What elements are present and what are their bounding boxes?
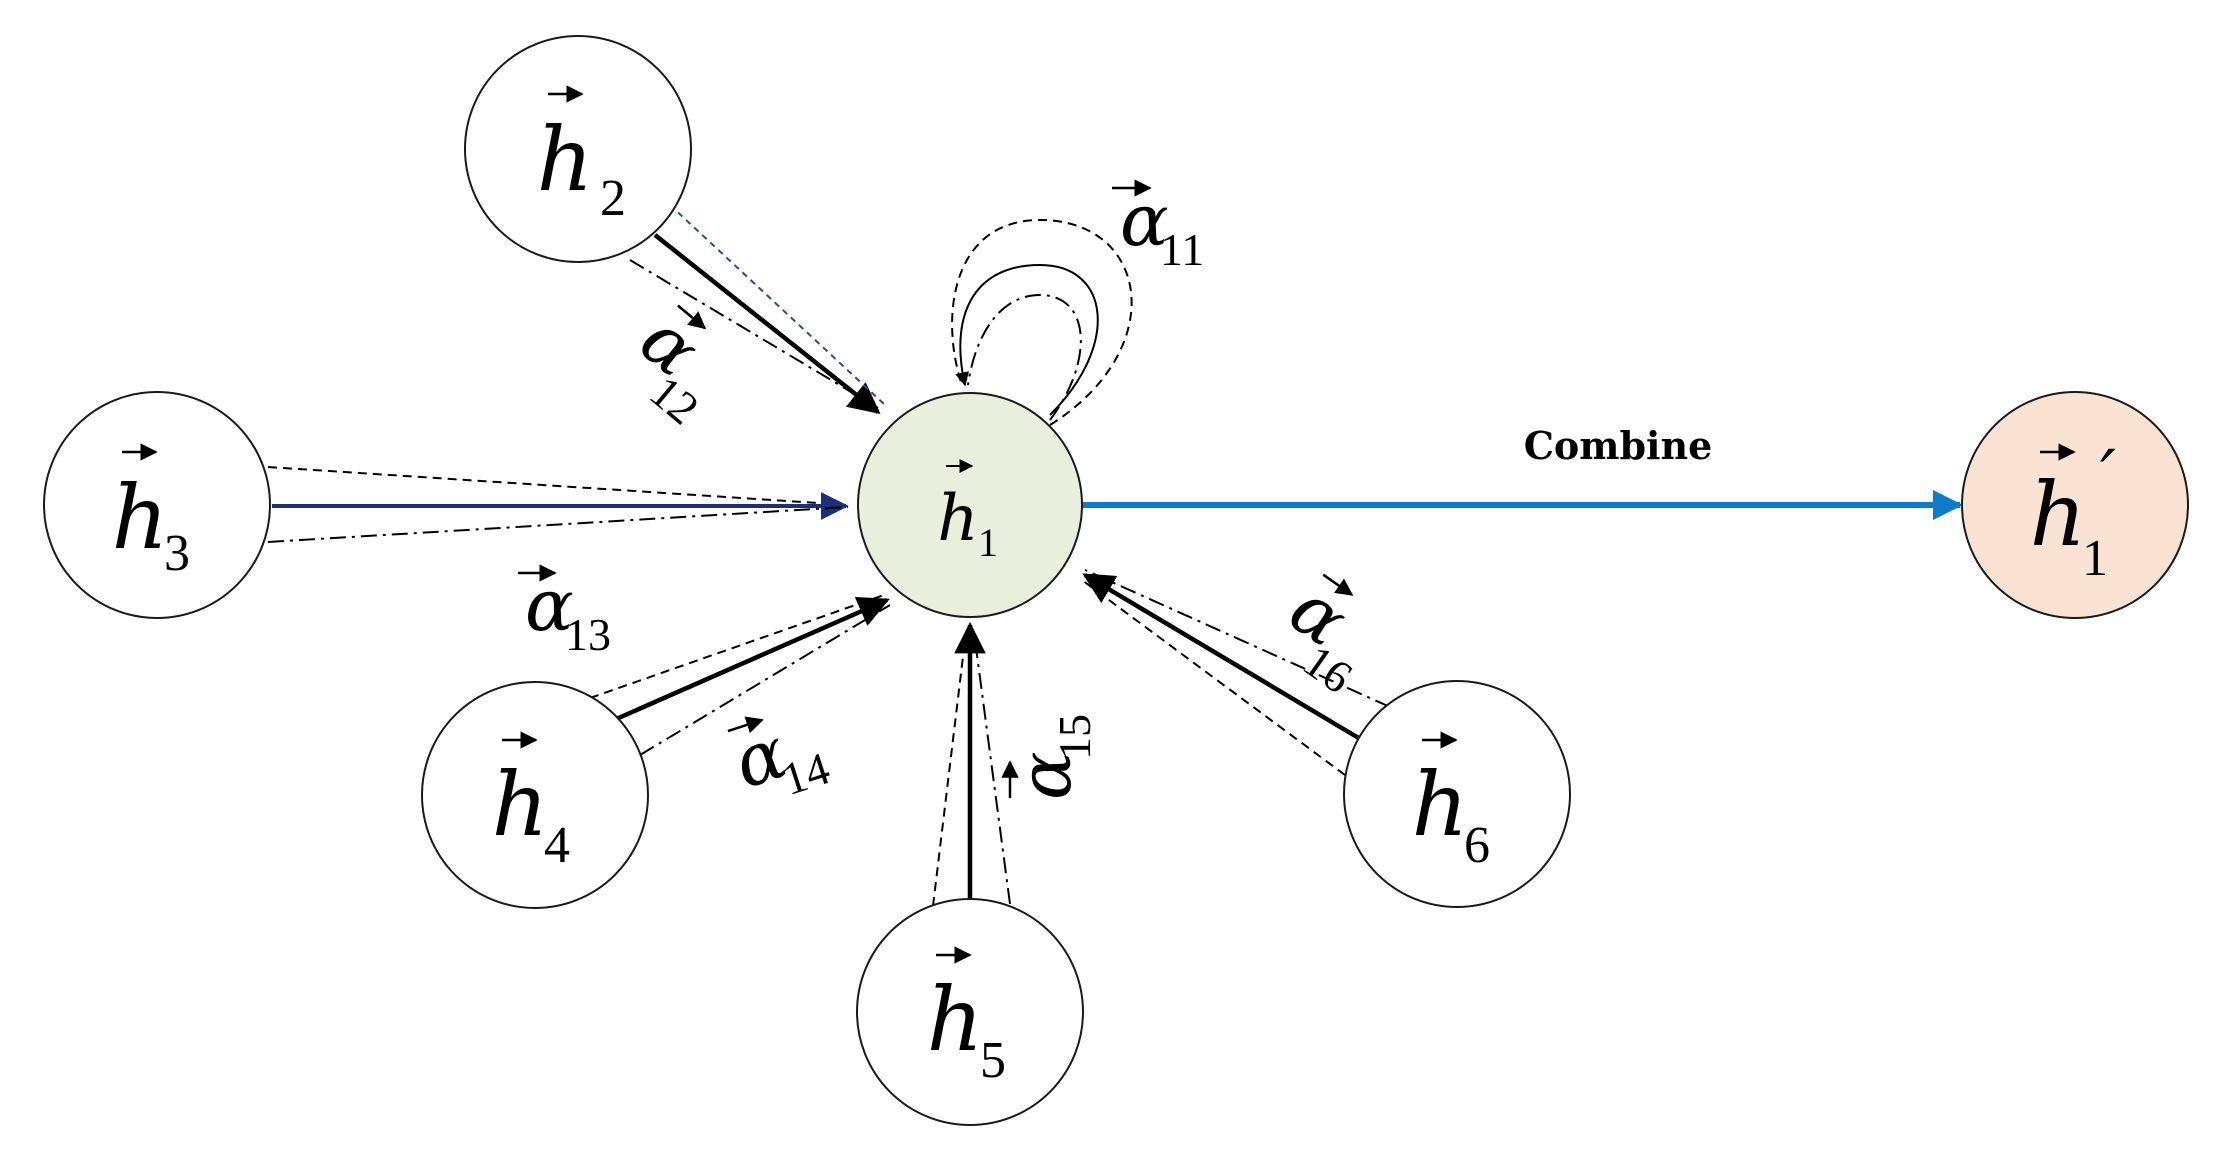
node-h6-sub: 6 [1464,817,1490,874]
node-h1-prime-output: h 1 ′ [1961,391,2189,619]
alpha-11-sub: 11 [1160,224,1204,275]
node-h3-base: h [112,466,169,569]
edge-h2-h1-blue-dashed [669,204,885,405]
alpha-13-sub: 13 [565,609,611,660]
self-loop-h1 [951,218,1133,426]
alpha-14-sub: 14 [776,742,836,805]
node-h6: h 6 [1343,680,1571,908]
edge-h4-h1 [589,594,891,756]
node-h2: h 2 [464,35,692,263]
node-h4-sub: 4 [544,817,570,874]
node-h2-base: h [537,108,594,211]
node-h1-base: h [937,482,978,556]
label-alpha-13: α 13 [518,563,611,660]
label-alpha-16: α 16 [1275,566,1363,703]
node-h6-base: h [1412,753,1469,856]
node-h3: h 3 [43,391,271,619]
node-h1-prime-base: h [2030,463,2087,566]
label-alpha-15: α 15 [1001,714,1100,800]
node-h3-sub: 3 [164,525,190,582]
node-h1-prime-mark: ′ [2100,435,2116,517]
vector-arrow-icon [727,716,764,734]
node-h5-sub: 5 [980,1032,1006,1089]
node-h4: h 4 [421,681,649,909]
edge-h3-h1 [267,466,849,543]
alpha-15-sub: 15 [1049,714,1100,760]
node-h1-sub: 1 [978,520,998,565]
edge-h6-h1 [1081,569,1391,776]
label-alpha-11: α 11 [1112,178,1204,275]
vector-arrow-icon [677,304,707,330]
label-alpha-12: α 12 [625,297,716,434]
node-h1-prime-sub: 1 [2082,530,2108,587]
node-h5: h 5 [856,898,1084,1126]
node-h4-base: h [492,753,549,856]
label-alpha-14: α 14 [724,710,836,805]
node-h5-base: h [927,968,984,1071]
node-h1-center: h 1 [857,392,1083,618]
edge-h2-h1 [629,204,885,414]
combine-label: Combine [1524,423,1713,468]
edge-h5-h1 [932,621,1011,907]
vector-arrow-icon [1322,573,1354,596]
node-h2-sub: 2 [600,170,626,227]
